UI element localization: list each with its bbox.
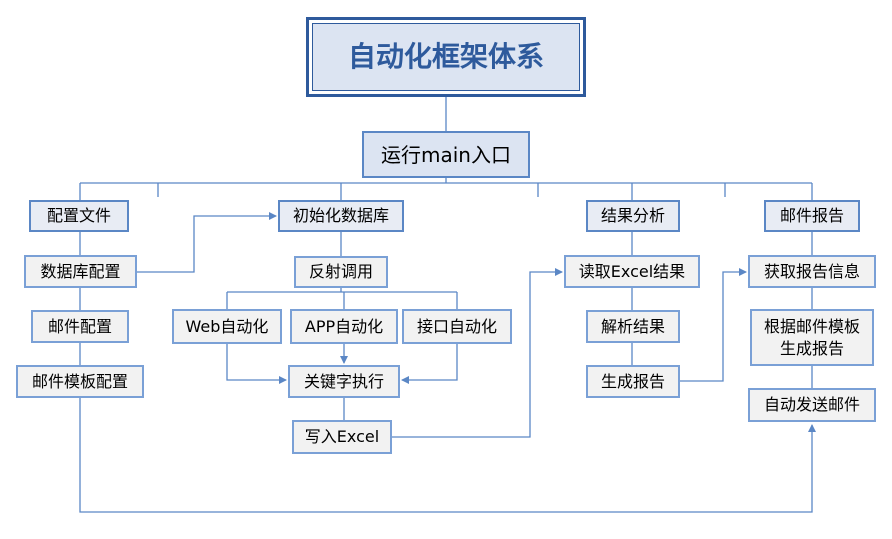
main-entry-node: 运行main入口	[362, 131, 530, 178]
app-auto-node: APP自动化	[290, 309, 398, 344]
api-auto-node: 接口自动化	[402, 309, 512, 344]
result-analysis-node: 结果分析	[586, 200, 680, 232]
mail-report-node: 邮件报告	[764, 200, 860, 232]
keyword-exec-node: 关键字执行	[288, 365, 400, 398]
parse-result-node: 解析结果	[586, 310, 680, 343]
generate-report-node: 生成报告	[586, 365, 680, 398]
mail-config-node: 邮件配置	[31, 310, 129, 343]
auto-send-mail-node: 自动发送邮件	[748, 388, 876, 422]
reflect-call-node: 反射调用	[294, 256, 388, 288]
db-config-node: 数据库配置	[24, 255, 137, 288]
config-file-node: 配置文件	[29, 200, 129, 232]
get-report-info-node: 获取报告信息	[748, 255, 876, 288]
diagram-title: 自动化框架体系	[306, 17, 586, 97]
write-excel-node: 写入Excel	[292, 420, 392, 454]
template-report-node: 根据邮件模板生成报告	[750, 309, 874, 366]
mail-template-config-node: 邮件模板配置	[16, 365, 144, 398]
init-db-node: 初始化数据库	[278, 200, 404, 232]
web-auto-node: Web自动化	[172, 309, 282, 344]
read-excel-result-node: 读取Excel结果	[564, 255, 700, 288]
